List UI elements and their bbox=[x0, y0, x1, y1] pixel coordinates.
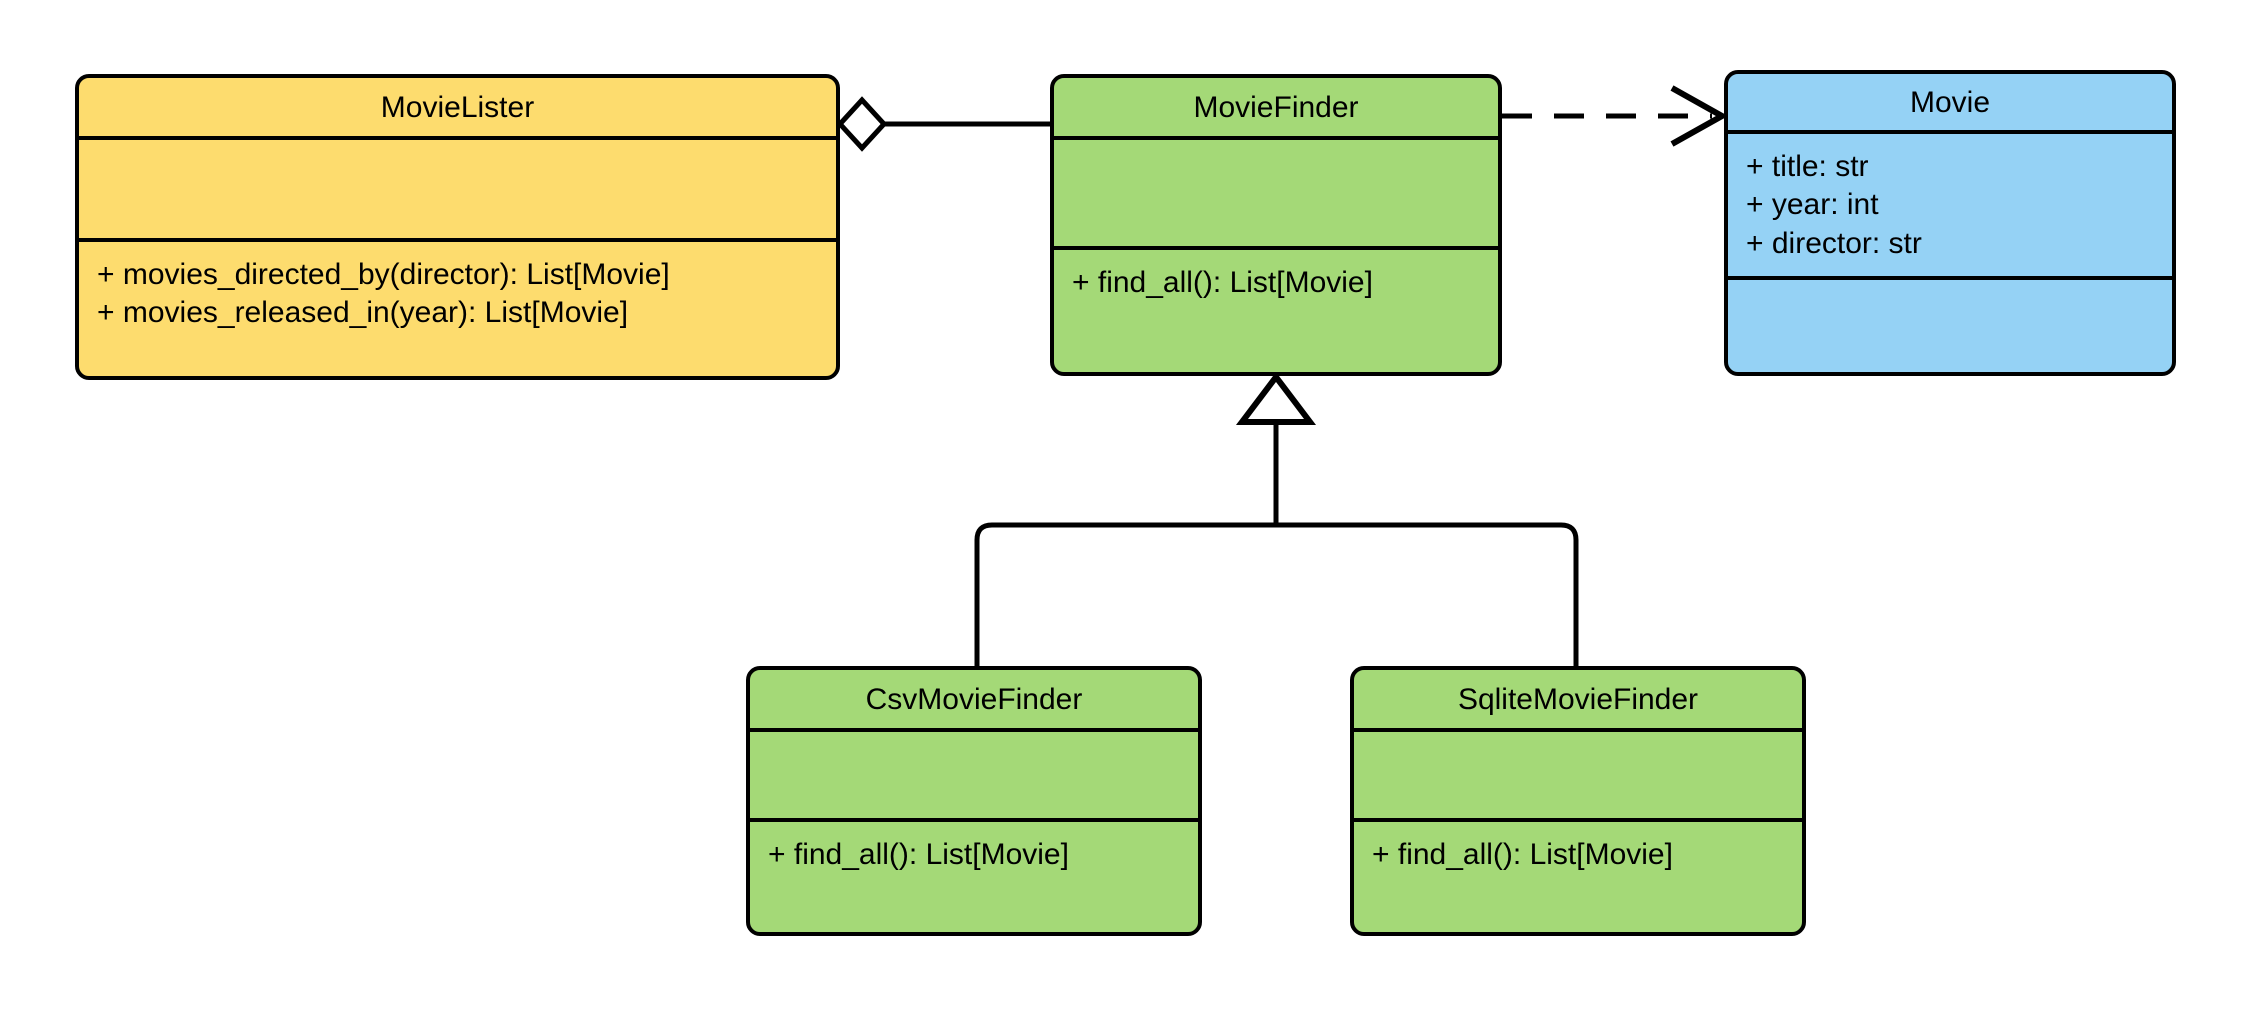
operation-line: + find_all(): List[Movie] bbox=[1072, 266, 1373, 299]
class-name-movielister: MovieLister bbox=[79, 78, 836, 140]
class-name-movie: Movie bbox=[1728, 74, 2172, 134]
uml-class-movie[interactable]: Movie + title: str + year: int + directo… bbox=[1724, 70, 2176, 376]
attribute-line: + director: str bbox=[1746, 226, 1922, 260]
hollow-triangle-icon bbox=[1235, 372, 1317, 425]
class-attributes-movie: + title: str + year: int + director: str bbox=[1728, 134, 2172, 280]
class-operations-sqlitemoviefinder: + find_all(): List[Movie] bbox=[1354, 822, 1802, 932]
uml-class-csvmoviefinder[interactable]: CsvMovieFinder + find_all(): List[Movie] bbox=[746, 666, 1202, 936]
attribute-line: + year: int bbox=[1746, 188, 1879, 222]
class-attributes-csvmoviefinder bbox=[750, 732, 1198, 822]
uml-class-moviefinder[interactable]: MovieFinder + find_all(): List[Movie] bbox=[1050, 74, 1502, 376]
class-attributes-movielister bbox=[79, 140, 836, 242]
generalization-bus-line bbox=[974, 522, 1579, 668]
class-name-moviefinder: MovieFinder bbox=[1054, 78, 1498, 140]
class-attributes-sqlitemoviefinder bbox=[1354, 732, 1802, 822]
class-name-csvmoviefinder: CsvMovieFinder bbox=[750, 670, 1198, 732]
class-operations-moviefinder: + find_all(): List[Movie] bbox=[1054, 250, 1498, 372]
operation-line: + movies_directed_by(director): List[Mov… bbox=[97, 258, 670, 291]
class-operations-csvmoviefinder: + find_all(): List[Movie] bbox=[750, 822, 1198, 932]
generalization-tree bbox=[974, 372, 1579, 668]
attribute-line: + title: str bbox=[1746, 150, 1869, 183]
class-operations-movielister: + movies_directed_by(director): List[Mov… bbox=[79, 242, 836, 376]
open-arrow-icon bbox=[1670, 85, 1729, 147]
dependency-moviefinder-movie bbox=[1502, 85, 1729, 147]
aggregation-movielister-moviefinder bbox=[836, 96, 1050, 152]
operation-line: + find_all(): List[Movie] bbox=[768, 838, 1069, 871]
class-operations-movie bbox=[1728, 280, 2172, 372]
hollow-diamond-icon bbox=[836, 96, 888, 152]
operation-line: + movies_released_in(year): List[Movie] bbox=[97, 296, 629, 330]
class-name-sqlitemoviefinder: SqliteMovieFinder bbox=[1354, 670, 1802, 732]
operation-line: + find_all(): List[Movie] bbox=[1372, 838, 1673, 871]
uml-class-movielister[interactable]: MovieLister + movies_directed_by(directo… bbox=[75, 74, 840, 380]
class-attributes-moviefinder bbox=[1054, 140, 1498, 250]
uml-class-sqlitemoviefinder[interactable]: SqliteMovieFinder + find_all(): List[Mov… bbox=[1350, 666, 1806, 936]
